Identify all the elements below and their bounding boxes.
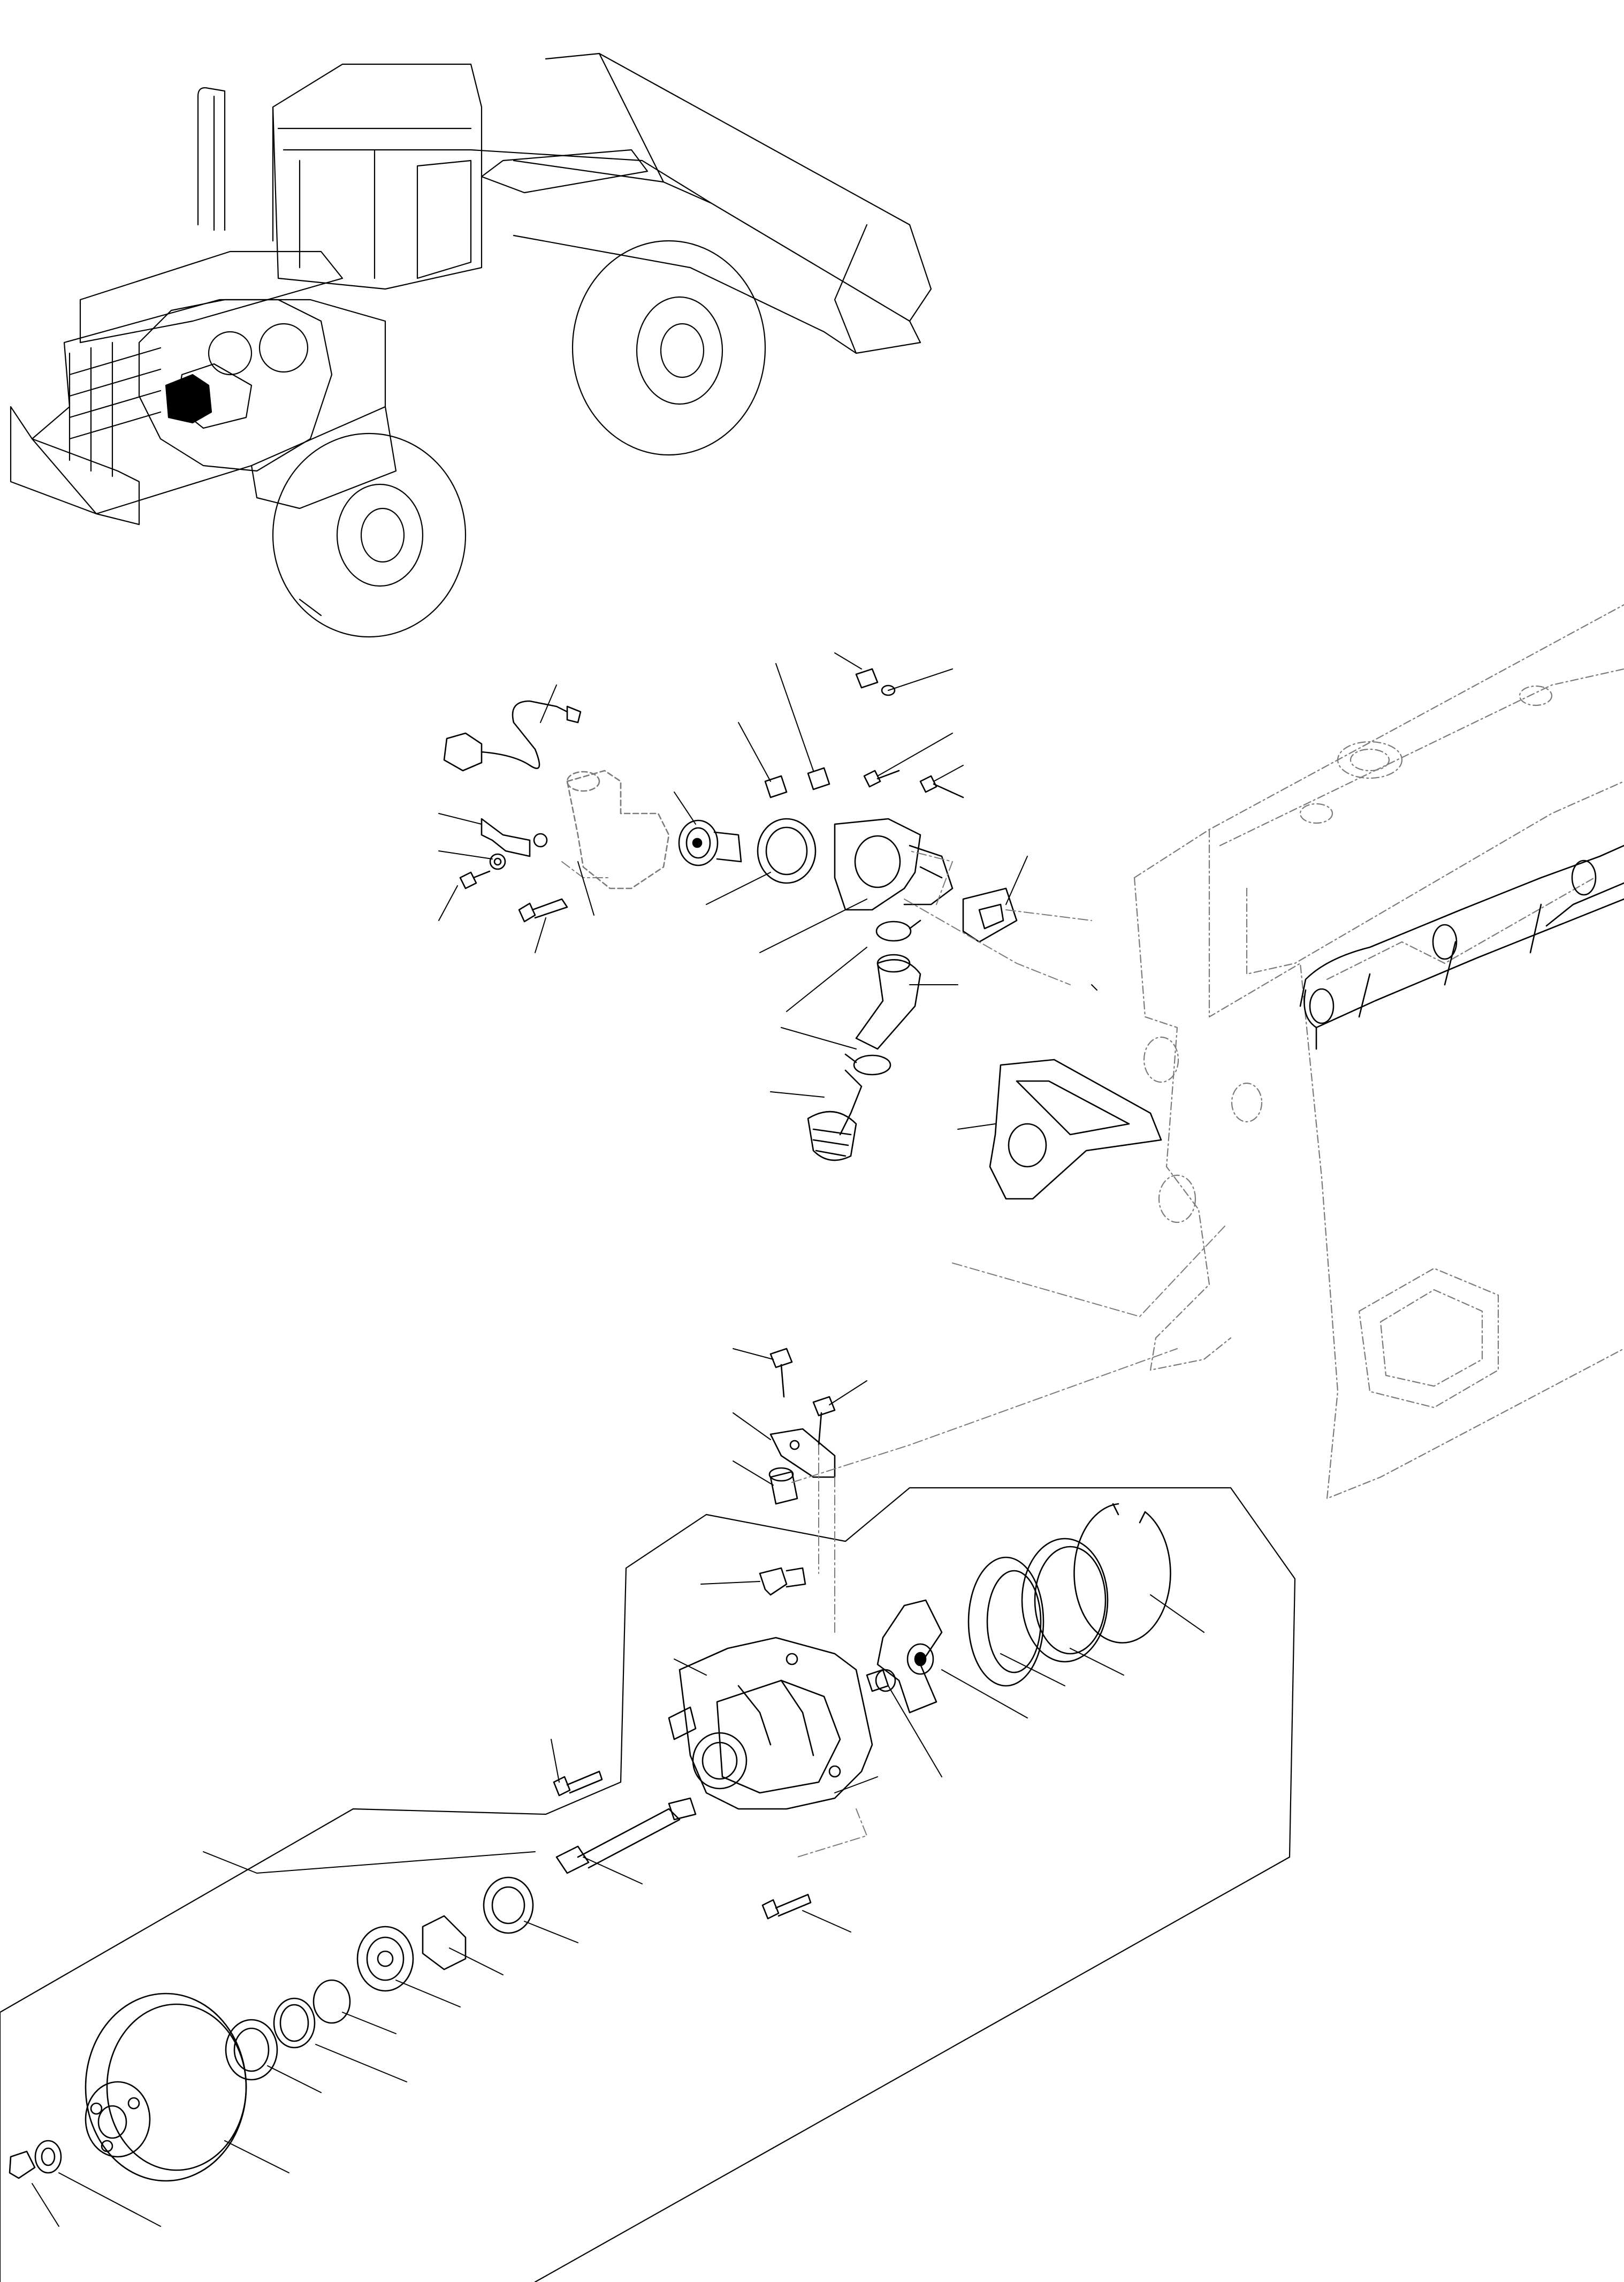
bolt-pair-top bbox=[863, 770, 964, 798]
loader-arm-and-bucket bbox=[470, 52, 932, 354]
mechanical-seal bbox=[866, 1669, 896, 1692]
bearing-spacer bbox=[422, 1915, 467, 1971]
bypass-hose bbox=[855, 954, 921, 1050]
highlighted-water-pump-location bbox=[165, 374, 212, 424]
hex-plug-top bbox=[855, 668, 896, 696]
water-pump-assembly bbox=[0, 1348, 1296, 2282]
washer-small bbox=[489, 853, 506, 870]
rear-tire bbox=[272, 432, 467, 638]
front-tire bbox=[571, 240, 766, 456]
shaft-bearing-rear bbox=[483, 1876, 534, 1934]
callout-leader-lines bbox=[32, 652, 1204, 2227]
thermostat-housing bbox=[834, 818, 954, 911]
thermostat-valve bbox=[678, 819, 742, 866]
mounting-bolt-upper-2 bbox=[812, 1396, 836, 1446]
hose-clamp-upper bbox=[875, 919, 921, 942]
thermostat-group bbox=[443, 668, 1162, 1200]
wheels bbox=[272, 240, 766, 638]
pulley-washer bbox=[34, 2140, 62, 2174]
snap-ring-large bbox=[1073, 1503, 1171, 1644]
housing-gasket-ring bbox=[1021, 1538, 1109, 1663]
spacer-collar bbox=[768, 1467, 798, 1505]
bolt-housing-lower bbox=[761, 1893, 812, 1920]
dust-seal bbox=[225, 2019, 278, 2081]
engine-block-phantom bbox=[1133, 604, 1624, 1500]
oil-seal-front bbox=[273, 1997, 316, 2049]
bracket-clip bbox=[481, 818, 548, 857]
bypass-fitting bbox=[807, 1069, 863, 1161]
outlet-gasket bbox=[962, 887, 1018, 943]
bolt-housing-left bbox=[553, 1770, 603, 1797]
sensor-fitting bbox=[759, 1567, 806, 1596]
adapter-plate bbox=[989, 1059, 1162, 1200]
wheel-loader-overview bbox=[10, 52, 932, 638]
exhaust-stack bbox=[197, 87, 226, 231]
pulley-nut bbox=[9, 2150, 36, 2179]
assembly-boundary bbox=[0, 1487, 1296, 2282]
sensor-wire-harness bbox=[443, 700, 582, 772]
fan-pulley bbox=[85, 1992, 247, 2182]
thermostat-seal-ring bbox=[757, 818, 817, 884]
inner-seal-plate bbox=[967, 1556, 1044, 1687]
pump-housing bbox=[668, 1637, 873, 1810]
center-lines bbox=[561, 850, 1226, 1858]
bolt-short bbox=[459, 870, 491, 889]
snap-ring-small bbox=[312, 1979, 351, 2024]
shaft-bearing-front bbox=[356, 1926, 414, 1992]
manifold-section bbox=[1299, 845, 1624, 1050]
bolt-long bbox=[518, 898, 568, 923]
mounting-bolt-upper bbox=[769, 1348, 793, 1398]
operator-cab bbox=[272, 63, 483, 290]
hose-clamp-lower bbox=[844, 1053, 891, 1076]
water-outlet-elbow-phantom bbox=[566, 770, 670, 889]
impeller bbox=[876, 1599, 943, 1714]
pipe-plug-pair bbox=[764, 767, 830, 798]
pump-shaft bbox=[555, 1797, 697, 1874]
support-bracket bbox=[769, 1428, 836, 1478]
